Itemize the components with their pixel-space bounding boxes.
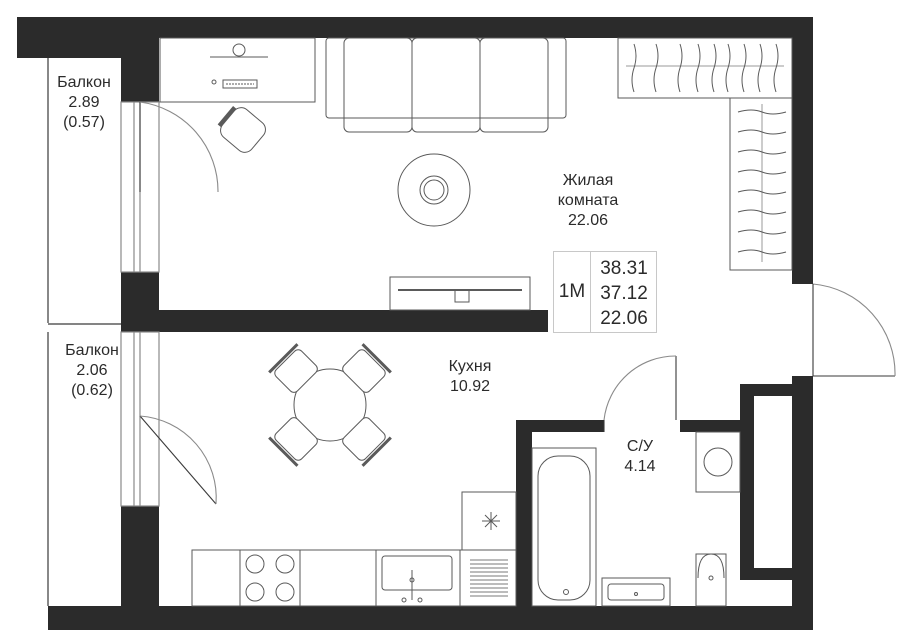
living-room-name-line1: Жилая — [562, 172, 614, 189]
hanger — [757, 43, 763, 93]
balcony-upper-label: Балкон 2.89 (0.57) — [52, 73, 116, 133]
hanger — [737, 109, 787, 115]
hanger — [737, 189, 787, 195]
balcony-upper-reduced-area: (0.57) — [63, 114, 105, 131]
balcony-door-upper-swing — [139, 101, 219, 193]
hanger — [773, 43, 779, 93]
washing-machine — [695, 431, 741, 493]
entrance-door-swing — [812, 283, 896, 377]
wall-top-left-extension — [17, 38, 121, 58]
hanger — [737, 209, 787, 215]
balcony-lower-label: Балкон 2.06 (0.62) — [60, 341, 124, 401]
hanger — [677, 43, 683, 93]
keyboard — [222, 79, 258, 89]
dining-chair — [342, 417, 392, 467]
dining-table — [293, 368, 367, 442]
wall-left-upper — [121, 38, 159, 102]
area-values: 38.31 37.12 22.06 — [592, 256, 656, 331]
wall-room-divider — [121, 310, 548, 332]
balcony-upper-area: 2.89 — [68, 94, 100, 111]
wall-right-upper — [792, 38, 813, 284]
kitchen-area: 10.92 — [449, 378, 491, 395]
bathroom-wall-top-right — [680, 420, 740, 432]
desk-chair — [217, 106, 266, 153]
coffee-table-inner — [423, 179, 445, 201]
kitchen-label: Кухня 10.92 — [430, 357, 510, 397]
hanger — [737, 129, 787, 135]
wardrobe-hangers — [631, 43, 787, 255]
coffee-table — [419, 175, 449, 205]
tv-base — [454, 289, 470, 303]
hanger — [737, 169, 787, 175]
area-summary-box: 1М 38.31 37.12 22.06 — [553, 251, 657, 333]
doors — [139, 101, 896, 505]
coffee-rug — [397, 153, 471, 227]
bathroom-wall-top-left — [516, 420, 604, 432]
wardrobe — [617, 37, 793, 271]
desk — [159, 37, 316, 103]
monitor-stand — [232, 43, 246, 57]
bathtub — [531, 447, 597, 607]
living-room-area: 22.06 — [567, 212, 609, 229]
total-area: 38.31 — [600, 258, 648, 279]
balcony-door-lower-swing — [139, 415, 217, 505]
hanger — [737, 149, 787, 155]
living-area: 22.06 — [600, 308, 648, 329]
apartment-type: 1М — [554, 252, 591, 332]
hanger — [725, 43, 731, 93]
furniture — [159, 37, 793, 607]
bathroom-area: 4.14 — [624, 458, 656, 475]
toilet — [695, 553, 727, 607]
shaft-wall-bottom — [740, 568, 800, 580]
dishwasher — [470, 559, 508, 597]
dining-chair — [342, 343, 392, 393]
wall-bottom — [48, 606, 813, 630]
hanger — [653, 43, 659, 93]
hanger — [695, 43, 701, 93]
balcony-upper-name: Балкон — [57, 74, 111, 91]
bathroom-door-swing — [603, 355, 677, 421]
balcony-door-lower-leaf — [139, 415, 217, 505]
bathroom-wall-left — [516, 420, 532, 606]
wall-right-lower — [792, 376, 813, 630]
kitchen-name: Кухня — [448, 358, 492, 375]
sofa — [325, 37, 567, 133]
shaft-wall-top — [740, 384, 800, 396]
dining-chair — [268, 417, 318, 467]
hanger — [631, 43, 637, 93]
dining-chair — [268, 343, 318, 393]
stove — [245, 554, 295, 602]
area-without-balconies: 37.12 — [600, 283, 648, 304]
bathroom-sink — [601, 577, 671, 607]
balcony-lower-name: Балкон — [65, 342, 119, 359]
mouse — [211, 79, 217, 85]
walls — [17, 17, 813, 630]
hanger — [737, 249, 787, 255]
dining-chairs — [268, 343, 392, 467]
tv-stand — [389, 276, 531, 311]
hanger — [741, 43, 747, 93]
bathroom-label: С/У 4.14 — [610, 437, 670, 477]
wall-top — [17, 17, 813, 38]
hanger — [737, 229, 787, 235]
balcony-lower-reduced-area: (0.62) — [71, 382, 113, 399]
living-room-name-line2: комната — [557, 192, 619, 209]
bathroom-name: С/У — [626, 438, 654, 455]
hanger — [711, 43, 717, 93]
balcony-lower-area: 2.06 — [76, 362, 108, 379]
kitchen-counter — [191, 491, 517, 607]
kitchen-sink — [381, 555, 453, 603]
living-room-label: Жилая комната 22.06 — [540, 171, 636, 231]
ventilation-asterisk — [482, 512, 500, 530]
shaft-wall-left — [740, 384, 754, 580]
